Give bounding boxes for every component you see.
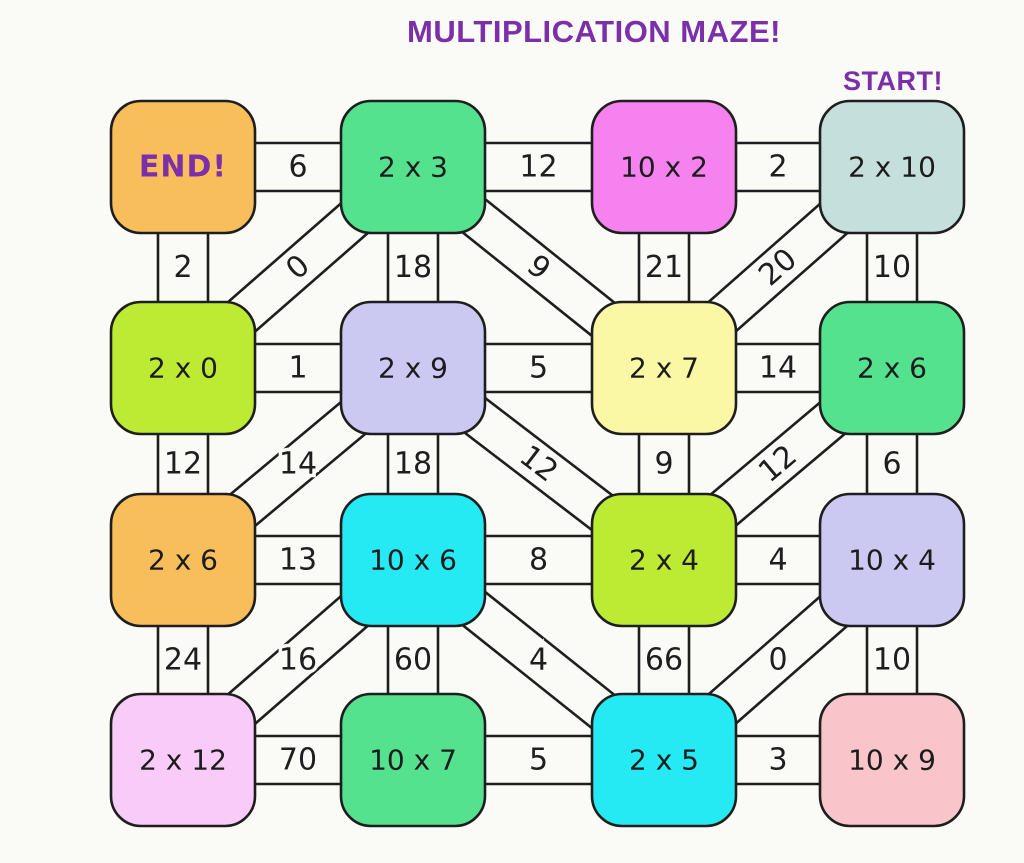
end-label: END! [139, 150, 227, 185]
corridor-answer: 20 [752, 242, 804, 294]
corridor-answer: 66 [645, 643, 683, 678]
maze-cell-label: 2 x 3 [378, 151, 448, 184]
maze-cell-r3c1 [339, 692, 487, 828]
corridor-answer: 8 [529, 543, 548, 578]
corridor-answer: 6 [882, 447, 901, 482]
maze-cell-r0c1 [339, 99, 487, 235]
corridor-answer: 4 [768, 543, 787, 578]
page-title: MULTIPLICATION MAZE! [407, 14, 781, 49]
maze-cell-r2c2 [590, 492, 738, 628]
maze-cell-r1c0 [109, 300, 257, 436]
maze-cell-r2c3 [818, 492, 966, 628]
maze-cell-label: 10 x 6 [369, 544, 457, 577]
maze-cell-r1c2 [590, 300, 738, 436]
maze-cell-label: 2 x 0 [148, 352, 218, 385]
corridor-answer: 9 [654, 447, 673, 482]
corridor-answer: 2 [768, 150, 787, 185]
corridor-answer: 18 [394, 250, 432, 285]
maze-cell-label: 2 x 7 [629, 352, 699, 385]
corridor-answer: 6 [288, 150, 307, 185]
maze-cell-r1c3 [818, 300, 966, 436]
corridor-answer: 24 [164, 643, 202, 678]
maze-cell-label: 2 x 12 [139, 744, 227, 777]
maze-cell-label: 2 x 10 [848, 151, 936, 184]
maze-cell-r3c3 [818, 692, 966, 828]
corridor-answer: 12 [519, 150, 557, 185]
maze-cells [109, 99, 966, 828]
maze-cell-r0c3 [818, 99, 966, 235]
corridor-answer: 5 [529, 351, 548, 386]
maze-cell-label: 10 x 7 [369, 744, 457, 777]
corridor-answer: 14 [759, 351, 797, 386]
corridor-answer: 14 [279, 447, 317, 482]
maze-cell-r3c0 [109, 692, 257, 828]
corridor-answer: 21 [645, 250, 683, 285]
maze-cell-label: 10 x 2 [620, 151, 708, 184]
corridor-answer: 70 [279, 743, 317, 778]
maze-cell-label: 2 x 4 [629, 544, 699, 577]
maze-cell-label: 2 x 9 [378, 352, 448, 385]
corridor-answer: 16 [279, 643, 317, 678]
maze-cell-label: 10 x 9 [848, 744, 936, 777]
maze-cell-label: 10 x 4 [848, 544, 936, 577]
maze-cell-label: 2 x 6 [148, 544, 218, 577]
corridor-answer: 1 [288, 351, 307, 386]
corridor-answer: 60 [394, 643, 432, 678]
maze-cell-r2c1 [339, 492, 487, 628]
corridor-answer: 4 [529, 643, 548, 678]
start-label: START! [843, 66, 943, 96]
corridor-answer: 10 [873, 250, 911, 285]
maze-cell-r2c0 [109, 492, 257, 628]
corridor-answer: 18 [394, 447, 432, 482]
maze-cell-label: 2 x 5 [629, 744, 699, 777]
corridor-answer: 0 [768, 643, 787, 678]
corridor-answer: 10 [873, 643, 911, 678]
maze-cell-r1c1 [339, 300, 487, 436]
maze-cell-label: 2 x 6 [857, 352, 927, 385]
maze-cell-r3c2 [590, 692, 738, 828]
corridor-answer: 3 [768, 743, 787, 778]
corridor-answer: 12 [513, 438, 565, 489]
corridor-answer: 12 [164, 447, 202, 482]
corridor-answer: 2 [173, 250, 192, 285]
maze-cell-r0c0 [109, 99, 257, 235]
corridor-answer: 13 [279, 543, 317, 578]
maze-cell-r0c2 [590, 99, 738, 235]
corridor-answer: 5 [529, 743, 548, 778]
corridor-answer: 12 [752, 438, 804, 489]
